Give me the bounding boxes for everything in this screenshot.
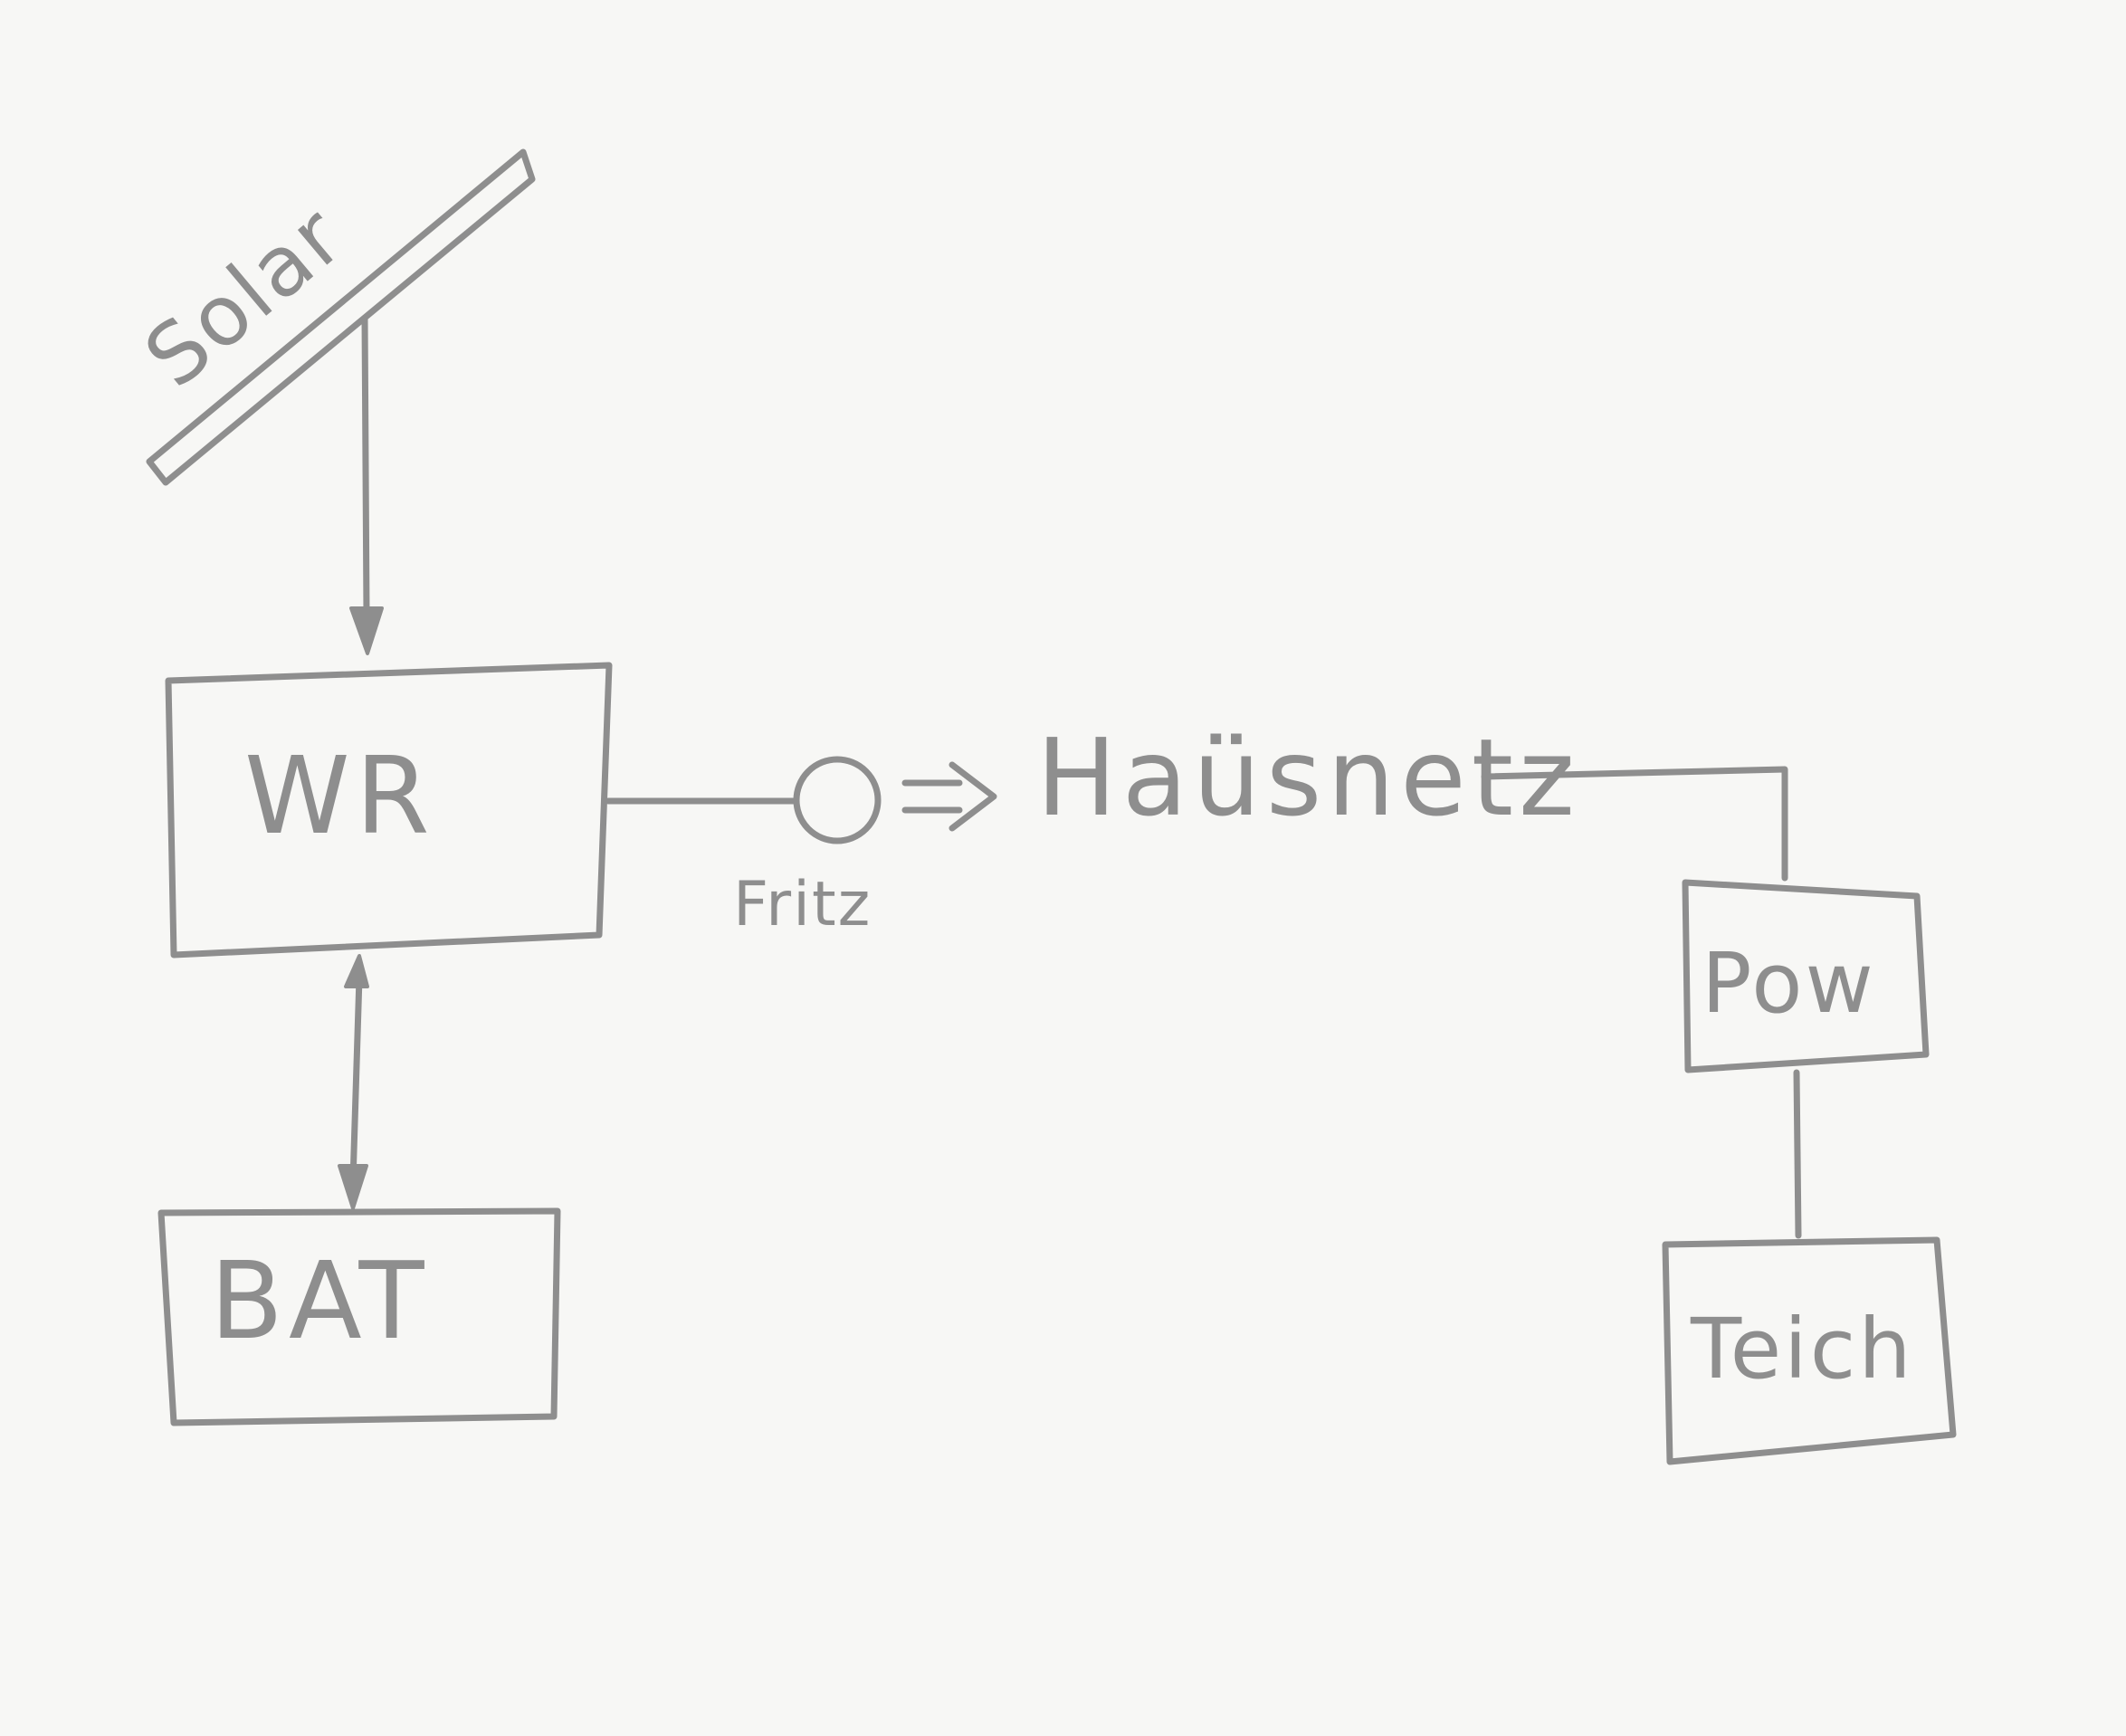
wr-bat-arrow [338, 954, 369, 1210]
solar-panel: Solar [127, 148, 536, 486]
solar-to-wr-arrow [349, 315, 384, 655]
fritz-node: Fritz [733, 756, 882, 940]
bat-label: BAT [210, 1238, 430, 1363]
pow-label: Pow [1702, 935, 1876, 1032]
arrowhead-down [338, 1164, 368, 1210]
arrowhead-up [344, 954, 369, 988]
teich-label: Teich [1690, 1301, 1914, 1397]
double-arrow-icon [901, 761, 997, 832]
bat-box: BAT [157, 1207, 561, 1426]
teich-box: Teich [1662, 1236, 1957, 1465]
arrowhead-down [349, 606, 384, 655]
hausnetz-to-pow-line [1481, 766, 1788, 882]
pow-to-teich-line [1793, 1069, 1802, 1239]
wr-box: WR [165, 662, 613, 959]
pow-box: Pow [1682, 879, 1930, 1073]
solar-label: Solar [127, 187, 362, 406]
wr-label: WR [244, 733, 435, 858]
fritz-label: Fritz [733, 869, 872, 940]
